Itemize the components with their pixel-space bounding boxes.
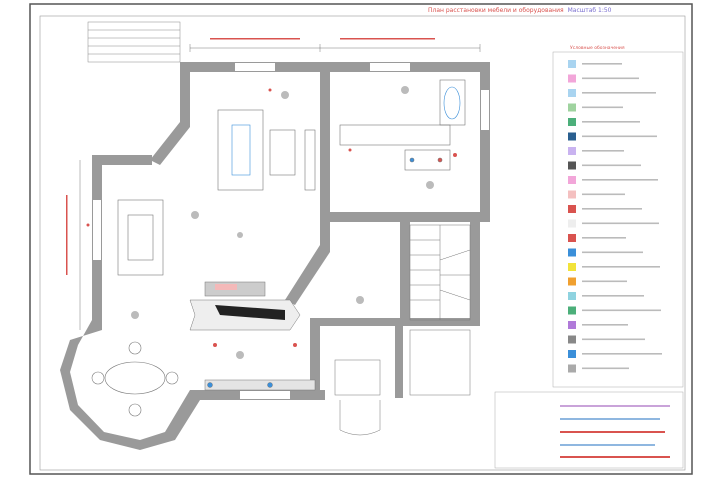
legend-symbol — [568, 103, 576, 112]
legend-symbol — [568, 364, 576, 373]
legend-symbol — [568, 335, 576, 344]
sheet-border — [29, 3, 693, 475]
legend-symbol — [568, 350, 576, 358]
legend-symbol — [568, 205, 576, 213]
bottom-right-room — [204, 329, 471, 436]
legend-text-line — [582, 92, 656, 94]
legend-symbol — [568, 118, 576, 126]
notes-box — [494, 391, 684, 469]
legend-symbol — [568, 321, 576, 329]
legend-text-line — [582, 63, 622, 65]
legend-text-line — [582, 367, 629, 370]
legend-symbol — [568, 161, 576, 170]
legend-symbol — [568, 277, 576, 286]
legend-symbol — [568, 263, 576, 271]
annotation-marks — [66, 38, 457, 347]
legend-symbol — [568, 60, 576, 68]
kitchen — [339, 79, 466, 171]
legend-text-line — [582, 237, 626, 239]
legend-text-line — [582, 121, 640, 123]
legend-text-line — [582, 135, 657, 138]
legend-text-line — [582, 164, 641, 167]
light-fixtures — [131, 86, 434, 359]
legend-symbol — [568, 306, 576, 315]
legend-symbol — [568, 292, 576, 300]
legend-symbol — [568, 89, 576, 97]
legend-symbol — [568, 219, 576, 228]
legend-text-line — [582, 150, 624, 152]
scale-label: Масштаб 1:50 — [567, 7, 612, 14]
legend-text-line — [582, 106, 623, 109]
legend-text-line — [582, 266, 660, 268]
living-room-furniture — [217, 109, 316, 191]
legend-text-line — [582, 222, 659, 225]
legend-text-line — [582, 309, 661, 312]
fireplace — [189, 281, 301, 331]
title-text: План расстановки мебели и оборудования — [428, 7, 564, 14]
legend-symbol — [568, 176, 576, 184]
legend-symbol — [568, 147, 576, 155]
legend-text-line — [582, 324, 628, 326]
legend-text-line — [582, 208, 642, 210]
legend-text-line — [582, 179, 658, 181]
legend-text-line — [582, 193, 625, 196]
dimension-lines — [79, 44, 481, 330]
legend-text-line — [582, 338, 645, 341]
round-table — [91, 341, 179, 417]
legend-symbol — [568, 74, 576, 83]
porch — [87, 21, 181, 63]
staircase — [409, 224, 471, 321]
legend-symbol — [568, 132, 576, 141]
legend-text-line — [582, 353, 662, 355]
legend-text-line — [582, 77, 639, 80]
legend — [552, 51, 684, 388]
legend-symbol — [568, 248, 576, 257]
legend-text-line — [582, 251, 643, 254]
legend-title: Условные обозначения — [570, 46, 625, 51]
legend-symbol — [568, 234, 576, 242]
windows — [93, 63, 489, 399]
dining-table — [117, 199, 164, 276]
legend-symbol — [568, 190, 576, 199]
legend-text-line — [582, 280, 627, 283]
inner-border — [39, 15, 686, 471]
legend-text-line — [582, 295, 644, 297]
